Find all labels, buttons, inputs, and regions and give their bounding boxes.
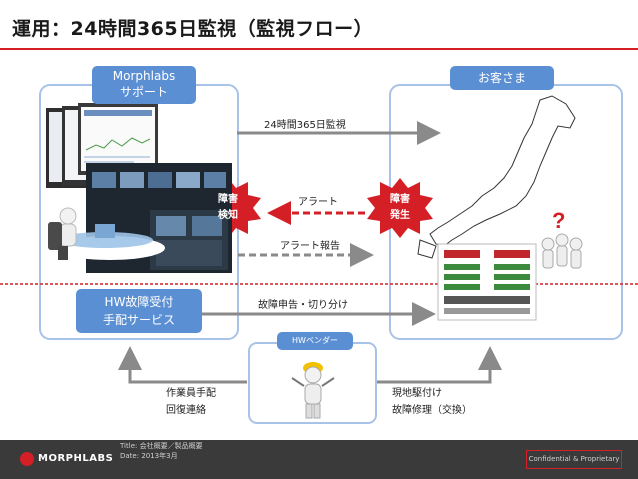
title-underline bbox=[0, 48, 638, 50]
customers-figure-image bbox=[541, 233, 583, 269]
occur-label: 障害 発生 bbox=[390, 194, 410, 221]
onsite-label: 現地駆付け 故障修理（交換） bbox=[392, 388, 472, 416]
fault-report-label: 故障申告・切り分け bbox=[258, 300, 348, 311]
flow-diagram: ? bbox=[0, 84, 638, 424]
operations-room-image bbox=[86, 163, 232, 273]
question-mark-icon: ? bbox=[552, 208, 565, 233]
detect-label: 障害 検知 bbox=[218, 194, 238, 221]
alert-label: アラート bbox=[298, 197, 338, 208]
rack-diagram-image bbox=[437, 243, 537, 321]
footer-logo-text: MORPHLABS bbox=[38, 453, 114, 464]
customer-header: お客さま bbox=[450, 66, 554, 90]
support-header: Morphlabs サポート bbox=[92, 66, 196, 104]
morphlabs-logo-icon bbox=[20, 452, 34, 466]
monitoring-label: 24時間365日監視 bbox=[264, 120, 346, 131]
onsite-arrow bbox=[377, 346, 502, 384]
operator-figure-image bbox=[48, 207, 165, 260]
footer-date-line: Date: 2013年3月 bbox=[120, 452, 178, 460]
dispatch-arrow bbox=[118, 346, 247, 384]
alert-report-label: アラート報告 bbox=[280, 241, 340, 252]
dispatch-label: 作業員手配 回復連絡 bbox=[166, 388, 216, 416]
footer-bar bbox=[0, 440, 638, 479]
intake-box: HW故障受付 手配サービス bbox=[76, 289, 202, 333]
slide-title: 運用：24時間365日監視（監視フロー） bbox=[12, 18, 374, 40]
occur-starburst bbox=[367, 178, 433, 238]
vendor-header: HWベンダー bbox=[277, 332, 353, 350]
footer-title-line: Title: 会社概要／製品概要 bbox=[120, 442, 203, 450]
confidential-badge: Confidential & Proprietary bbox=[526, 450, 622, 469]
japan-map-image bbox=[429, 95, 576, 247]
vendor-worker-image bbox=[291, 362, 335, 419]
